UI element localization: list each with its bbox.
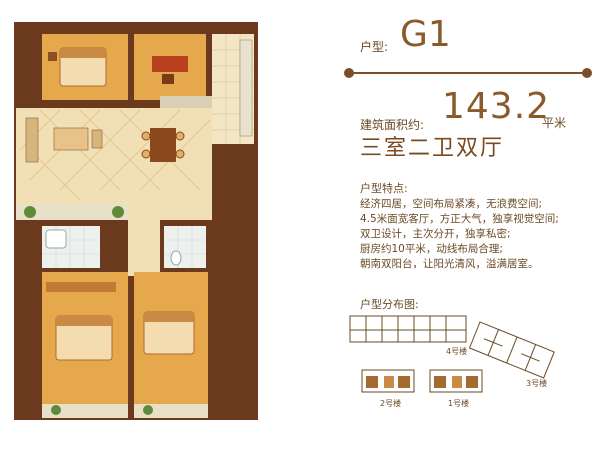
area-label: 建筑面积约:	[360, 118, 425, 132]
nightstand-icon	[48, 52, 57, 61]
balcony-right	[134, 404, 208, 418]
building-1-label: 1号楼	[448, 399, 470, 408]
site-distribution-diagram	[349, 315, 555, 393]
unit-type-label: 户型:	[360, 40, 389, 54]
coffee-table-icon	[53, 127, 89, 151]
sofa-icon	[25, 117, 39, 163]
info-panel: 户型: G1 建筑面积约: 143.2 平米 三室二卫双厅 户型特点: 经济四居…	[330, 0, 600, 450]
building-1-outline	[429, 369, 483, 393]
building-3-outline	[468, 321, 555, 379]
feature-line: 经济四居，空间布局紧凑，无浪费空间;	[360, 198, 543, 210]
living-balcony	[16, 204, 128, 220]
desk-icon	[152, 56, 188, 72]
dining-chair-icon	[175, 131, 185, 141]
plant-icon	[143, 405, 153, 415]
living-room	[16, 108, 212, 220]
features-heading: 户型特点:	[360, 182, 408, 195]
toilet-icon	[170, 250, 182, 266]
floor-plan	[14, 22, 258, 420]
wardrobe-icon	[46, 282, 116, 292]
feature-line: 朝南双阳台，让阳光清风，溢满居室。	[360, 258, 539, 270]
counter-icon	[239, 39, 253, 137]
unit-type-code: G1	[400, 14, 451, 55]
feature-line: 双卫设计，主次分开，独享私密;	[360, 228, 511, 240]
plant-icon	[24, 206, 36, 218]
dining-chair-icon	[141, 149, 151, 159]
building-2-label: 2号楼	[380, 399, 402, 408]
bathroom-tile-grid	[164, 226, 206, 268]
divider-dot	[582, 68, 592, 78]
layout-title: 三室二卫双厅	[360, 136, 505, 161]
bathroom-right	[164, 226, 206, 268]
armchair-icon	[91, 129, 103, 149]
area-value: 143.2	[442, 86, 551, 127]
plant-icon	[51, 405, 61, 415]
feature-line: 4.5米面宽客厅，方正大气，独享视觉空间;	[360, 213, 559, 225]
building-4-outline	[349, 315, 467, 343]
pillow-icon	[144, 312, 194, 322]
divider-line	[348, 72, 588, 74]
dining-chair-icon	[141, 131, 151, 141]
dining-table-icon	[150, 128, 176, 162]
bathtub-icon	[45, 229, 67, 249]
divider-dot	[344, 68, 354, 78]
area-unit: 平米	[542, 116, 567, 130]
plant-icon	[112, 206, 124, 218]
chair-icon	[162, 74, 174, 84]
pillow-icon	[60, 48, 106, 58]
kitchen-tile-grid	[212, 34, 254, 144]
distribution-heading: 户型分布图:	[360, 298, 419, 311]
corridor	[128, 220, 160, 276]
pillow-icon	[56, 316, 112, 326]
dining-chair-icon	[175, 149, 185, 159]
balcony-left	[42, 404, 128, 418]
building-3-label: 3号楼	[526, 379, 548, 388]
feature-line: 厨房约10平米，动线布局合理;	[360, 243, 503, 255]
building-2-outline	[361, 369, 415, 393]
building-4-label: 4号楼	[446, 347, 468, 356]
